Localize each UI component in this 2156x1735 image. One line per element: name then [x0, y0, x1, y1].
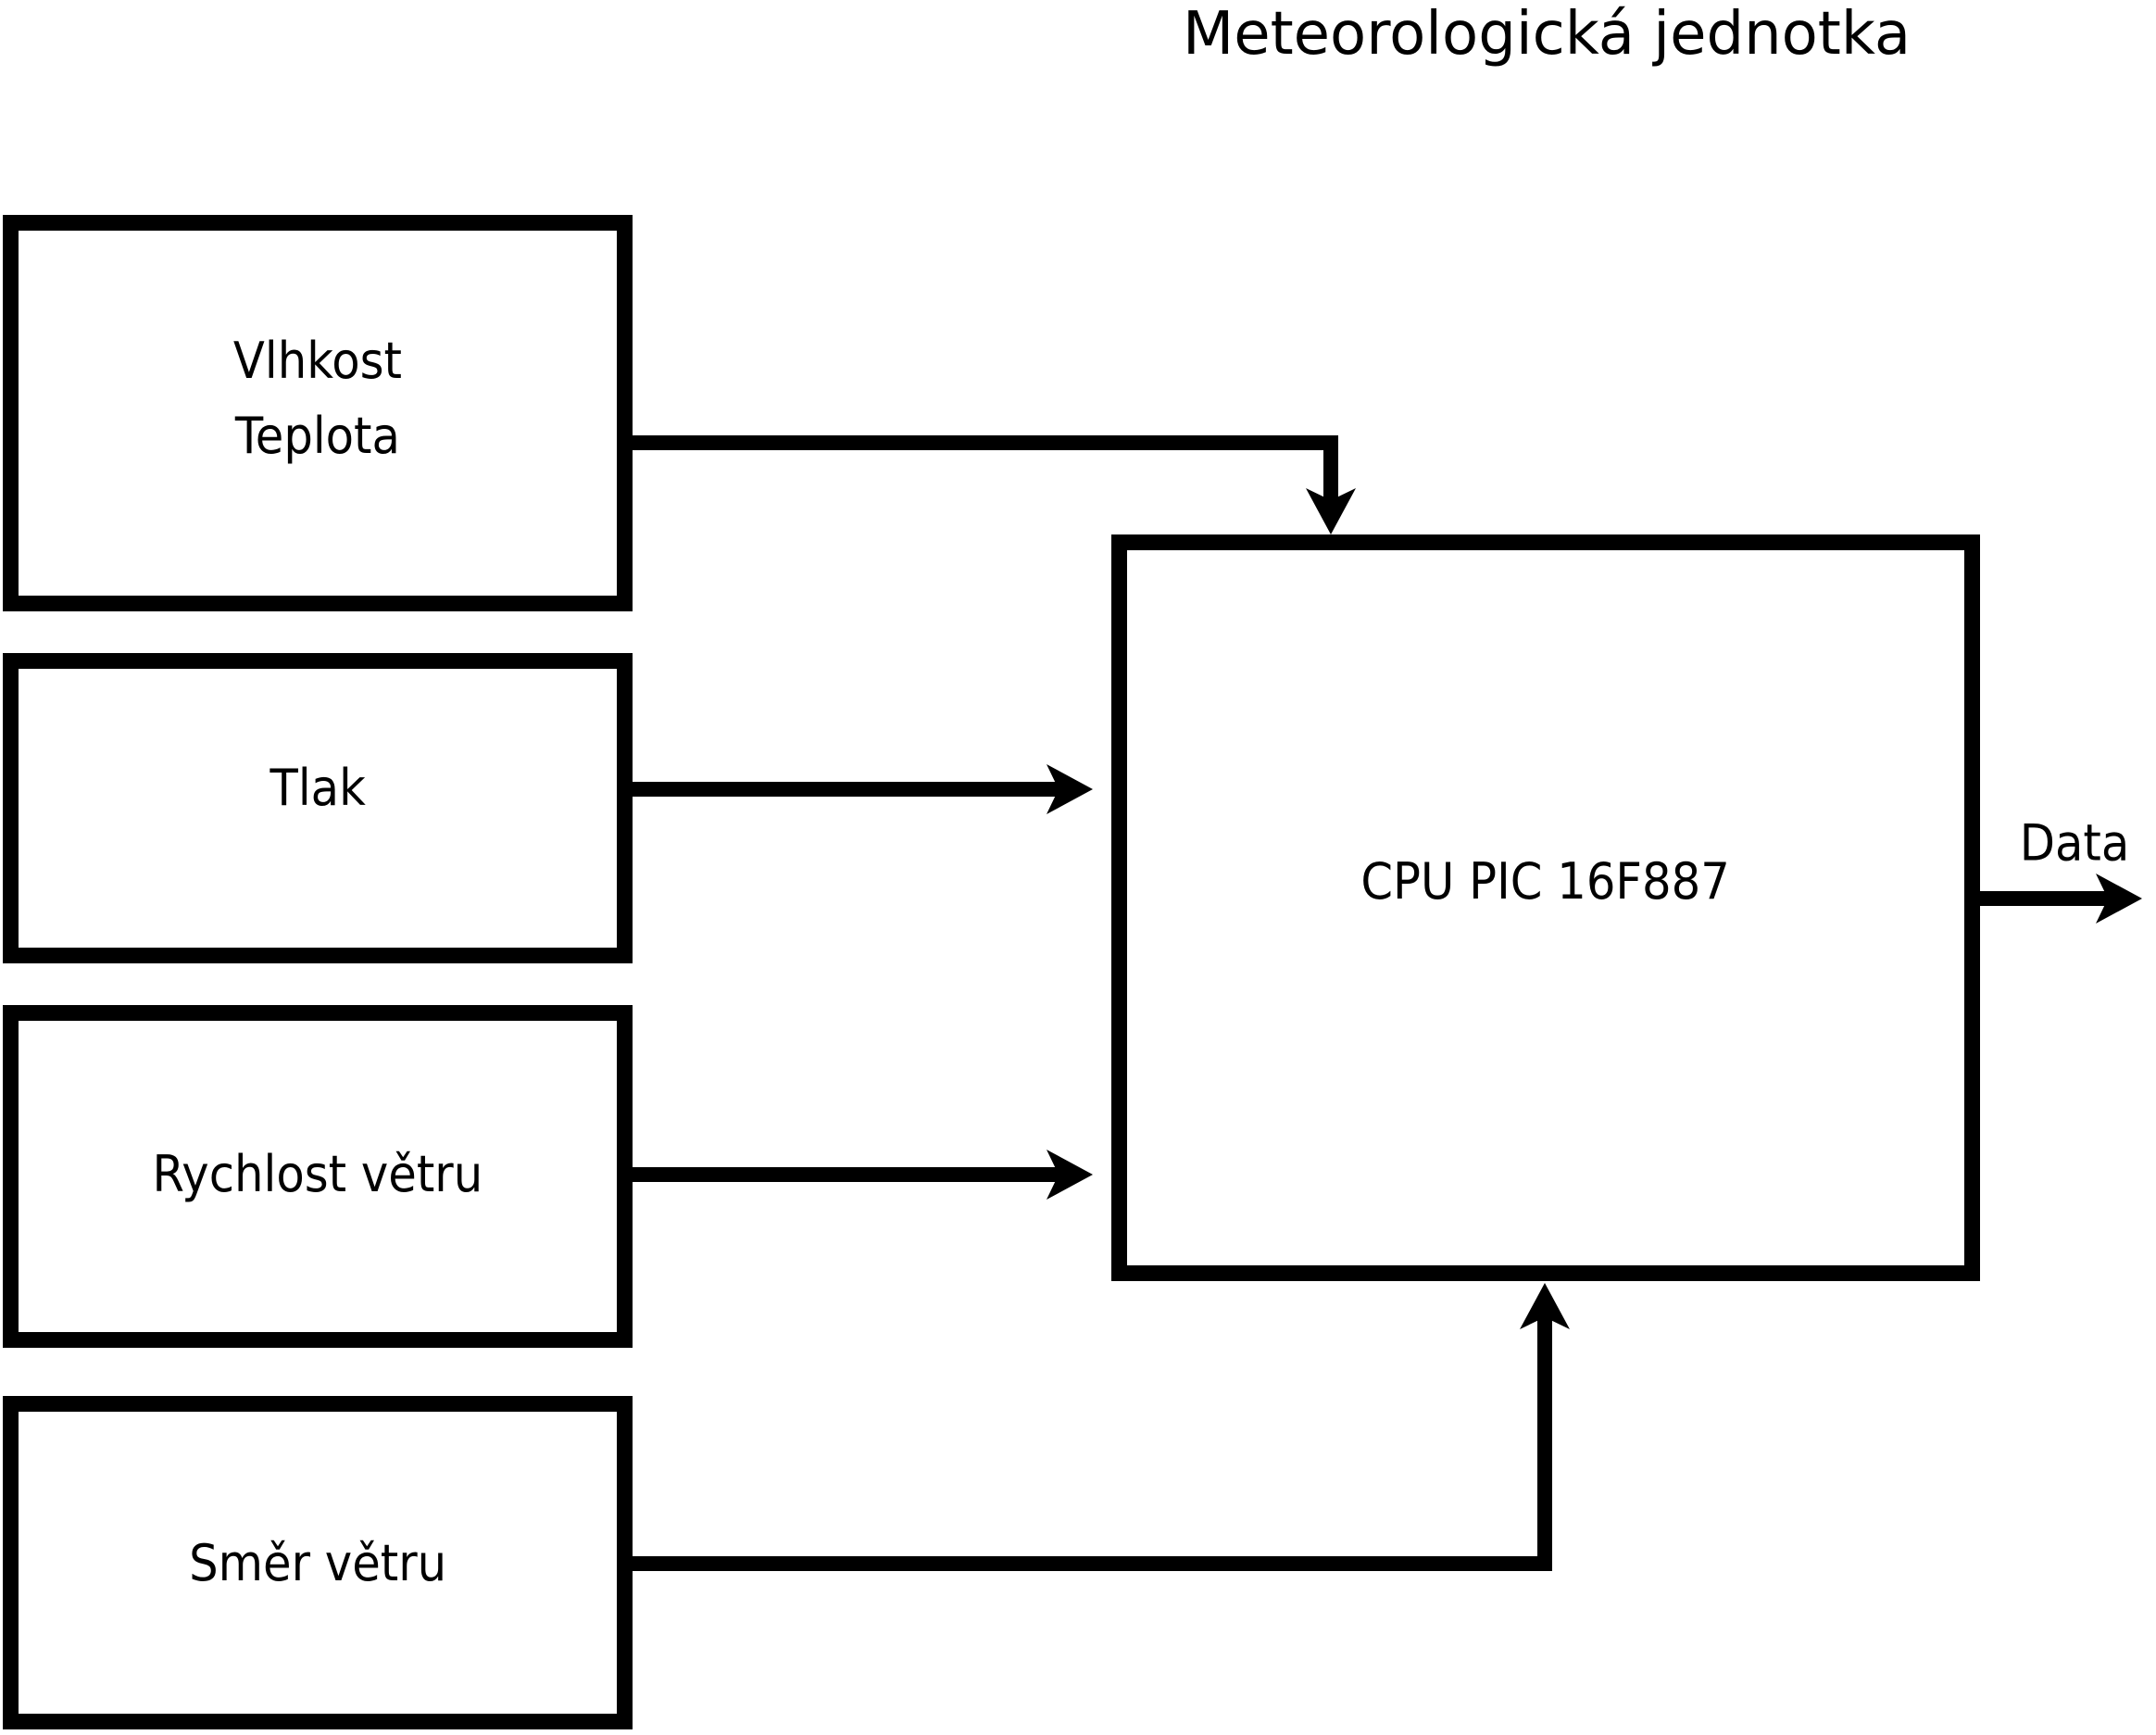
edge-vlhkost-to-cpu [633, 435, 1356, 534]
box-label-line: Teplota [234, 407, 401, 465]
box-rychlost-vetru: Rychlost větru [3, 1005, 633, 1348]
box-label-cpu: CPU PIC 16F887 [1361, 844, 1731, 919]
diagram-title: Meteorologická jednotka [1182, 0, 1912, 69]
box-label-rychlost-vetru: Rychlost větru [153, 1137, 483, 1212]
box-cpu: CPU PIC 16F887 [1111, 534, 1980, 1281]
box-label-tlak: Tlak [270, 750, 365, 825]
box-label-line: Tlak [270, 759, 366, 817]
box-label-line: Vlhkost [232, 332, 403, 390]
data-output-label: Data [2019, 813, 2130, 873]
box-smer-vetru: Směr větru [3, 1396, 633, 1729]
box-label-smer-vetru: Směr větru [189, 1526, 446, 1601]
box-tlak: Tlak [3, 653, 633, 963]
edge-smer-to-cpu [633, 1283, 1570, 1571]
box-label-line: Rychlost větru [152, 1144, 483, 1203]
box-label-line: Směr větru [188, 1533, 447, 1592]
box-label-line: CPU PIC 16F887 [1360, 851, 1731, 911]
